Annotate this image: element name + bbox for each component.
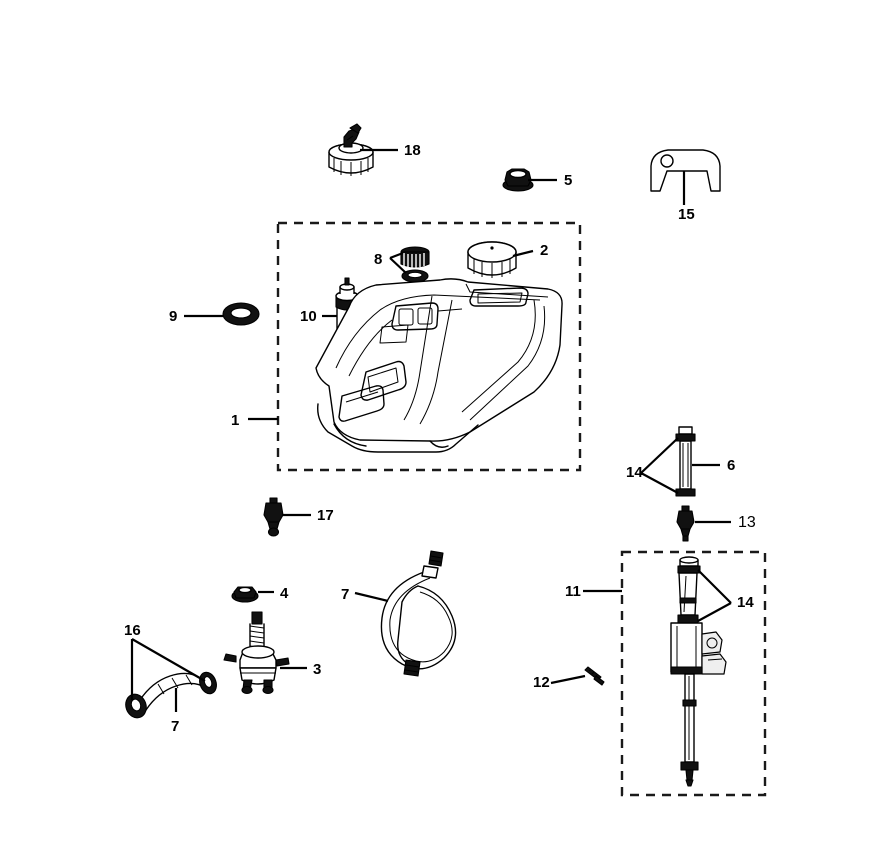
part-flange-nut bbox=[231, 586, 259, 603]
leader-2 bbox=[512, 249, 534, 258]
leader-14b bbox=[697, 569, 732, 622]
part-inline-fuel-filter-left bbox=[263, 497, 284, 537]
callout-label-9: 9 bbox=[169, 308, 178, 325]
callout-label-1: 1 bbox=[231, 412, 240, 429]
callout-label-3: 3 bbox=[313, 661, 322, 678]
group-box-fuel-pump bbox=[620, 550, 767, 797]
part-hose-clamp-left bbox=[125, 693, 147, 719]
part-fuel-tank-cap bbox=[467, 241, 517, 278]
part-fuel-pump-assembly bbox=[670, 556, 727, 787]
callout-label-11: 11 bbox=[565, 583, 581, 600]
callout-label-4: 4 bbox=[280, 585, 289, 602]
callout-label-18: 18 bbox=[404, 142, 421, 159]
part-hose-clamp-right bbox=[199, 671, 217, 695]
callout-label-8: 8 bbox=[374, 251, 383, 268]
callout-label-15: 15 bbox=[678, 206, 695, 223]
callout-label-7-short: 7 bbox=[171, 718, 180, 735]
part-filter-oring bbox=[401, 269, 429, 283]
callout-label-16: 16 bbox=[124, 622, 141, 639]
leader-12 bbox=[550, 674, 586, 685]
part-fuel-cap-with-key bbox=[328, 123, 374, 176]
part-fuel-hose-rigid bbox=[675, 426, 696, 497]
leader-14a bbox=[640, 437, 679, 494]
leader-8 bbox=[389, 251, 407, 274]
callout-label-17: 17 bbox=[317, 507, 334, 524]
callout-label-12: 12 bbox=[533, 674, 550, 691]
part-fuel-petcock-valve bbox=[223, 611, 290, 695]
leader-16 bbox=[130, 638, 206, 700]
leader-7-coil bbox=[354, 591, 389, 603]
callout-label-7-coil: 7 bbox=[341, 586, 350, 603]
callout-label-6: 6 bbox=[727, 457, 736, 474]
part-mounting-screw bbox=[584, 666, 605, 686]
part-fuel-hose-coil bbox=[380, 550, 457, 677]
callout-label-10: 10 bbox=[300, 308, 317, 325]
part-fuel-tank-assembly bbox=[315, 278, 563, 453]
part-flange-nut-upper bbox=[502, 168, 534, 192]
callout-label-13: 13 bbox=[738, 514, 756, 531]
callout-label-2: 2 bbox=[540, 242, 549, 259]
part-o-ring-seal bbox=[222, 302, 260, 326]
callout-label-14-upper: 14 bbox=[626, 464, 643, 481]
group-box-fuel-tank bbox=[276, 221, 582, 472]
part-fuel-filter-screen bbox=[400, 246, 430, 268]
callout-label-14-pump: 14 bbox=[737, 594, 754, 611]
callout-label-5: 5 bbox=[564, 172, 573, 189]
part-tank-bracket bbox=[650, 149, 721, 192]
part-fuel-hose-short bbox=[139, 672, 207, 711]
part-inline-fuel-filter-right bbox=[676, 505, 695, 542]
